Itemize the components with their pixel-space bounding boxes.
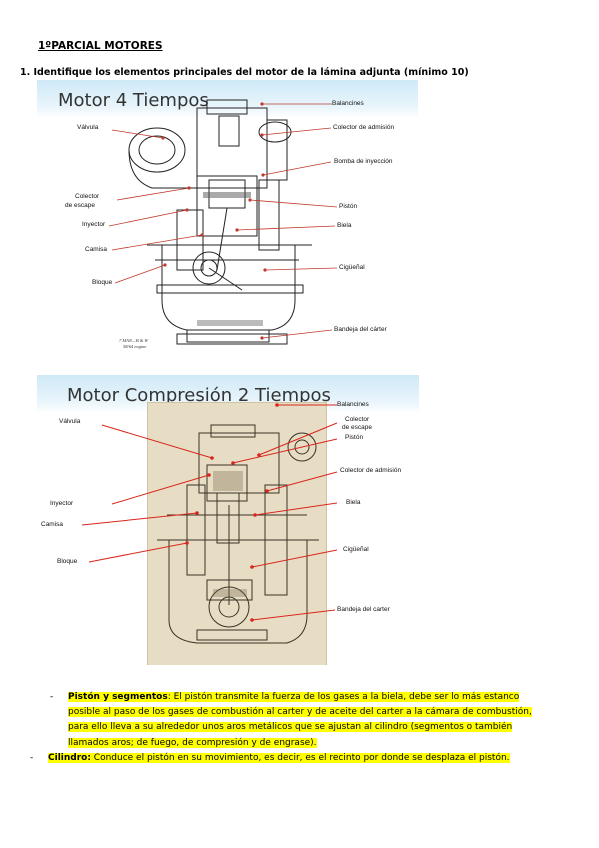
label-piston: Pistón bbox=[339, 203, 358, 210]
label-colector-admision: Colector de admisión bbox=[333, 124, 395, 131]
bullet-text-line: posible al paso de los gases de combusti… bbox=[68, 707, 532, 718]
slide-title: Motor Compresión 2 Tiempos bbox=[67, 385, 331, 406]
label-inyector: Inyector bbox=[50, 500, 74, 507]
label-camisa: Camisa bbox=[85, 246, 108, 253]
bullet-term: Cilindro: bbox=[48, 752, 91, 763]
bullet-text-line: para ello lleva a su alrededor unos aros… bbox=[68, 722, 513, 733]
bullet-cilindro: - Cilindro: Conduce el pistón en su movi… bbox=[28, 751, 568, 766]
bullet-text-line: : El pistón transmite la fuerza de los g… bbox=[167, 692, 520, 702]
bullet-list: - Pistón y segmentos: El pistón transmit… bbox=[30, 690, 568, 766]
label-ciguenal: Cigüeñal bbox=[339, 264, 365, 271]
label-balancines: Balancines bbox=[337, 401, 369, 408]
slide-header-band bbox=[37, 80, 418, 118]
label-bloque: Bloque bbox=[57, 558, 78, 565]
label-bloque: Bloque bbox=[92, 279, 113, 286]
bullet-dash: - bbox=[30, 752, 34, 763]
label-balancines: Balancines bbox=[332, 100, 364, 107]
label-inyector: Inyector bbox=[82, 221, 106, 228]
label-valvula: Válvula bbox=[59, 418, 81, 425]
label-colector-escape-2: de escape bbox=[65, 202, 95, 209]
label-colector-escape-2: de escape bbox=[342, 424, 372, 431]
bullet-piston: - Pistón y segmentos: El pistón transmit… bbox=[48, 690, 568, 751]
label-bomba-inyeccion: Bomba de inyección bbox=[334, 158, 393, 165]
engine-2t-drawing bbox=[81, 403, 338, 644]
label-biela: Biela bbox=[346, 499, 361, 506]
slide-motor-4-tiempos: Motor 4 Tiempos bbox=[37, 80, 418, 366]
label-bandeja-carter: Bandeja del cárter bbox=[334, 326, 387, 333]
label-biela: Biela bbox=[337, 222, 352, 229]
engine-caption-1: 7 MAN—B & W bbox=[119, 338, 149, 343]
document-title: 1ºPARCIAL MOTORES bbox=[38, 40, 163, 52]
label-colector-admision: Colector de admisión bbox=[340, 467, 402, 474]
slide-motor-2-tiempos: Motor Compresión 2 Tiempos bbox=[37, 375, 419, 665]
label-valvula: Válvula bbox=[77, 124, 99, 131]
bullet-dash: - bbox=[50, 692, 54, 702]
label-colector-escape-1: Colector bbox=[345, 416, 370, 423]
label-piston: Pistón bbox=[345, 434, 364, 441]
bullet-text-line: llamados aros; de fuego, de compresión y… bbox=[68, 737, 317, 748]
label-ciguenal: Cigüeñal bbox=[343, 546, 369, 553]
slide-title: Motor 4 Tiempos bbox=[58, 90, 209, 111]
label-bandeja-carter: Bandeja del carter bbox=[337, 606, 390, 613]
engine-4t-drawing bbox=[108, 99, 338, 345]
question-text: 1. Identifique los elementos principales… bbox=[20, 67, 469, 78]
engine-photo bbox=[147, 402, 327, 665]
bullet-term: Pistón y segmentos bbox=[68, 692, 168, 702]
engine-caption-2: 58/64 engine bbox=[123, 344, 147, 349]
label-colector-escape-1: Colector bbox=[75, 193, 100, 200]
bullet-text-line: Conduce el pistón en su movimiento, es d… bbox=[90, 752, 510, 763]
label-camisa: Camisa bbox=[41, 521, 64, 528]
